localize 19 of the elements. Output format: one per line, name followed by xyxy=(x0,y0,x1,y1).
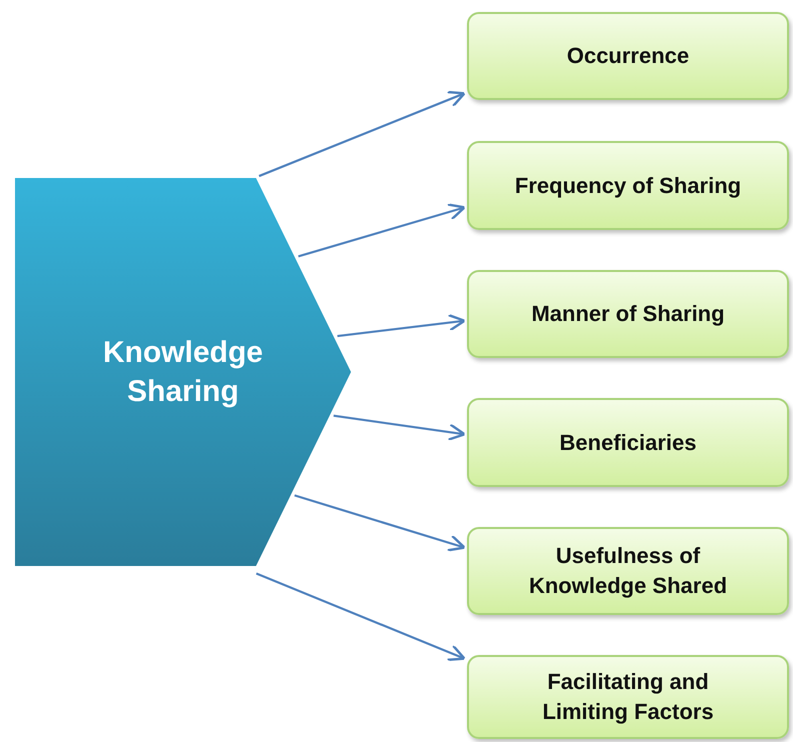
node-label: Frequency of Sharing xyxy=(514,172,742,200)
arrow xyxy=(256,572,466,662)
node-label: Beneficiaries xyxy=(560,428,696,457)
arrow xyxy=(298,203,466,258)
node-label: Facilitating and Limiting Factors xyxy=(541,668,715,726)
arrow xyxy=(258,90,466,178)
topic-box xyxy=(467,270,789,358)
node-label: Usefulness of Knowledge Shared xyxy=(528,542,728,600)
topic-box xyxy=(467,141,789,230)
node-label: Manner of Sharing xyxy=(531,300,725,328)
arrow xyxy=(294,494,466,552)
topic-box xyxy=(467,655,789,739)
topic-box xyxy=(467,12,789,100)
topic-box xyxy=(467,398,789,487)
node-label: Occurrence xyxy=(566,42,690,70)
arrow xyxy=(333,414,466,441)
arrow xyxy=(337,314,466,338)
node-label: Knowledge Sharing xyxy=(102,335,264,410)
topic-box xyxy=(467,527,789,615)
